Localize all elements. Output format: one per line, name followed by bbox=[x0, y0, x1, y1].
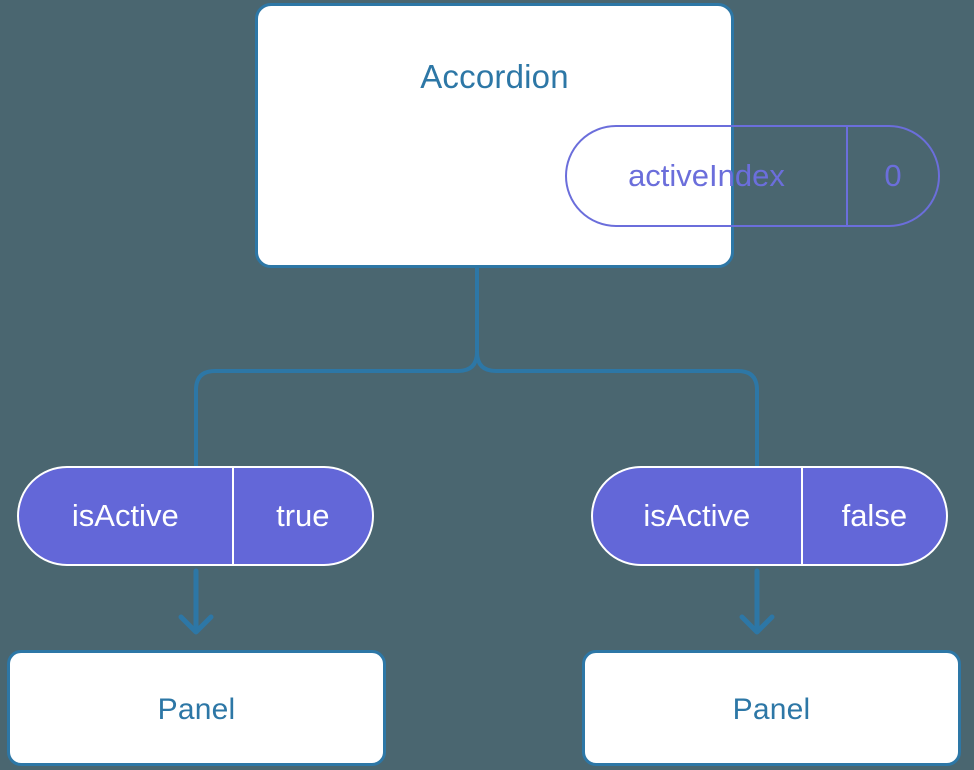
prop-pill-value-is-active-left: true bbox=[231, 468, 372, 564]
tree-branch-connector-icon bbox=[194, 266, 759, 468]
panel-card-title-right: Panel bbox=[732, 693, 811, 726]
arrow-down-icon-left bbox=[178, 568, 214, 635]
panel-card-title-left: Panel bbox=[157, 693, 236, 726]
prop-pill-is-active-left[interactable]: isActive true bbox=[17, 466, 374, 566]
panel-component-card-left[interactable]: Panel bbox=[7, 650, 386, 766]
state-pill-key-active-index: activeIndex bbox=[628, 158, 785, 193]
accordion-card-title: Accordion bbox=[420, 58, 569, 95]
state-pill-active-index[interactable]: activeIndex 0 bbox=[565, 125, 940, 227]
prop-pill-key-is-active-left: isActive bbox=[71, 498, 179, 533]
arrow-down-icon-right bbox=[739, 568, 775, 635]
panel-component-card-right[interactable]: Panel bbox=[582, 650, 961, 766]
accordion-component-card[interactable]: Accordion activeIndex 0 bbox=[255, 3, 940, 268]
prop-pill-key-is-active-right: isActive bbox=[643, 498, 751, 533]
prop-pill-value-is-active-right: false bbox=[800, 468, 946, 564]
state-pill-value-active-index: 0 bbox=[845, 127, 938, 225]
prop-pill-is-active-right[interactable]: isActive false bbox=[591, 466, 948, 566]
